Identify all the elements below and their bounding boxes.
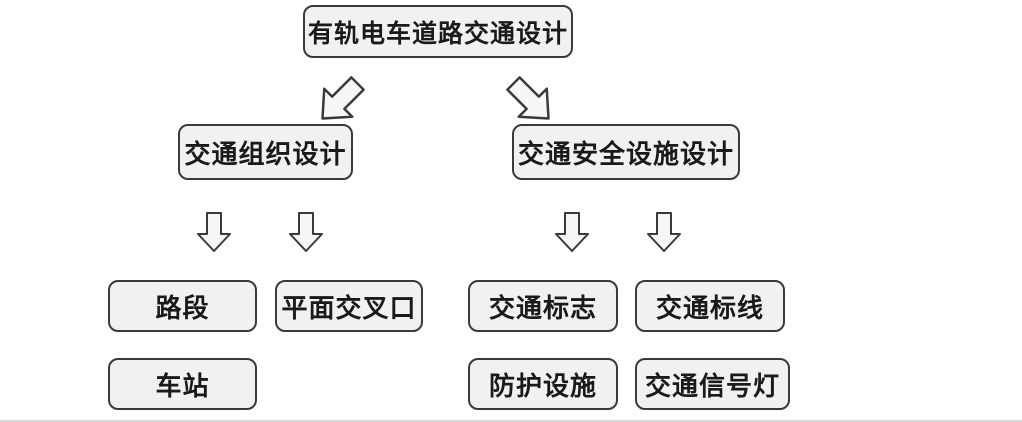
node-traffic-organization-design: 交通组织设计 <box>178 124 353 180</box>
down-arrow-icon <box>289 212 323 252</box>
down-arrow-icon <box>647 212 681 252</box>
node-road-segment: 路段 <box>108 280 257 332</box>
node-station: 车站 <box>108 358 257 410</box>
node-plane-intersection: 平面交叉口 <box>275 280 423 332</box>
node-traffic-marking: 交通标线 <box>635 280 785 332</box>
node-protection-facility: 防护设施 <box>468 358 618 410</box>
node-traffic-safety-facility-design: 交通安全设施设计 <box>512 124 740 180</box>
node-tram-road-traffic-design: 有轨电车道路交通设计 <box>303 5 573 58</box>
bottom-divider <box>0 420 1022 422</box>
node-traffic-sign: 交通标志 <box>468 280 618 332</box>
node-traffic-signal: 交通信号灯 <box>635 358 790 410</box>
down-right-arrow-icon <box>496 66 567 137</box>
down-arrow-icon <box>197 212 231 252</box>
down-arrow-icon <box>555 212 589 252</box>
down-left-arrow-icon <box>305 66 376 137</box>
